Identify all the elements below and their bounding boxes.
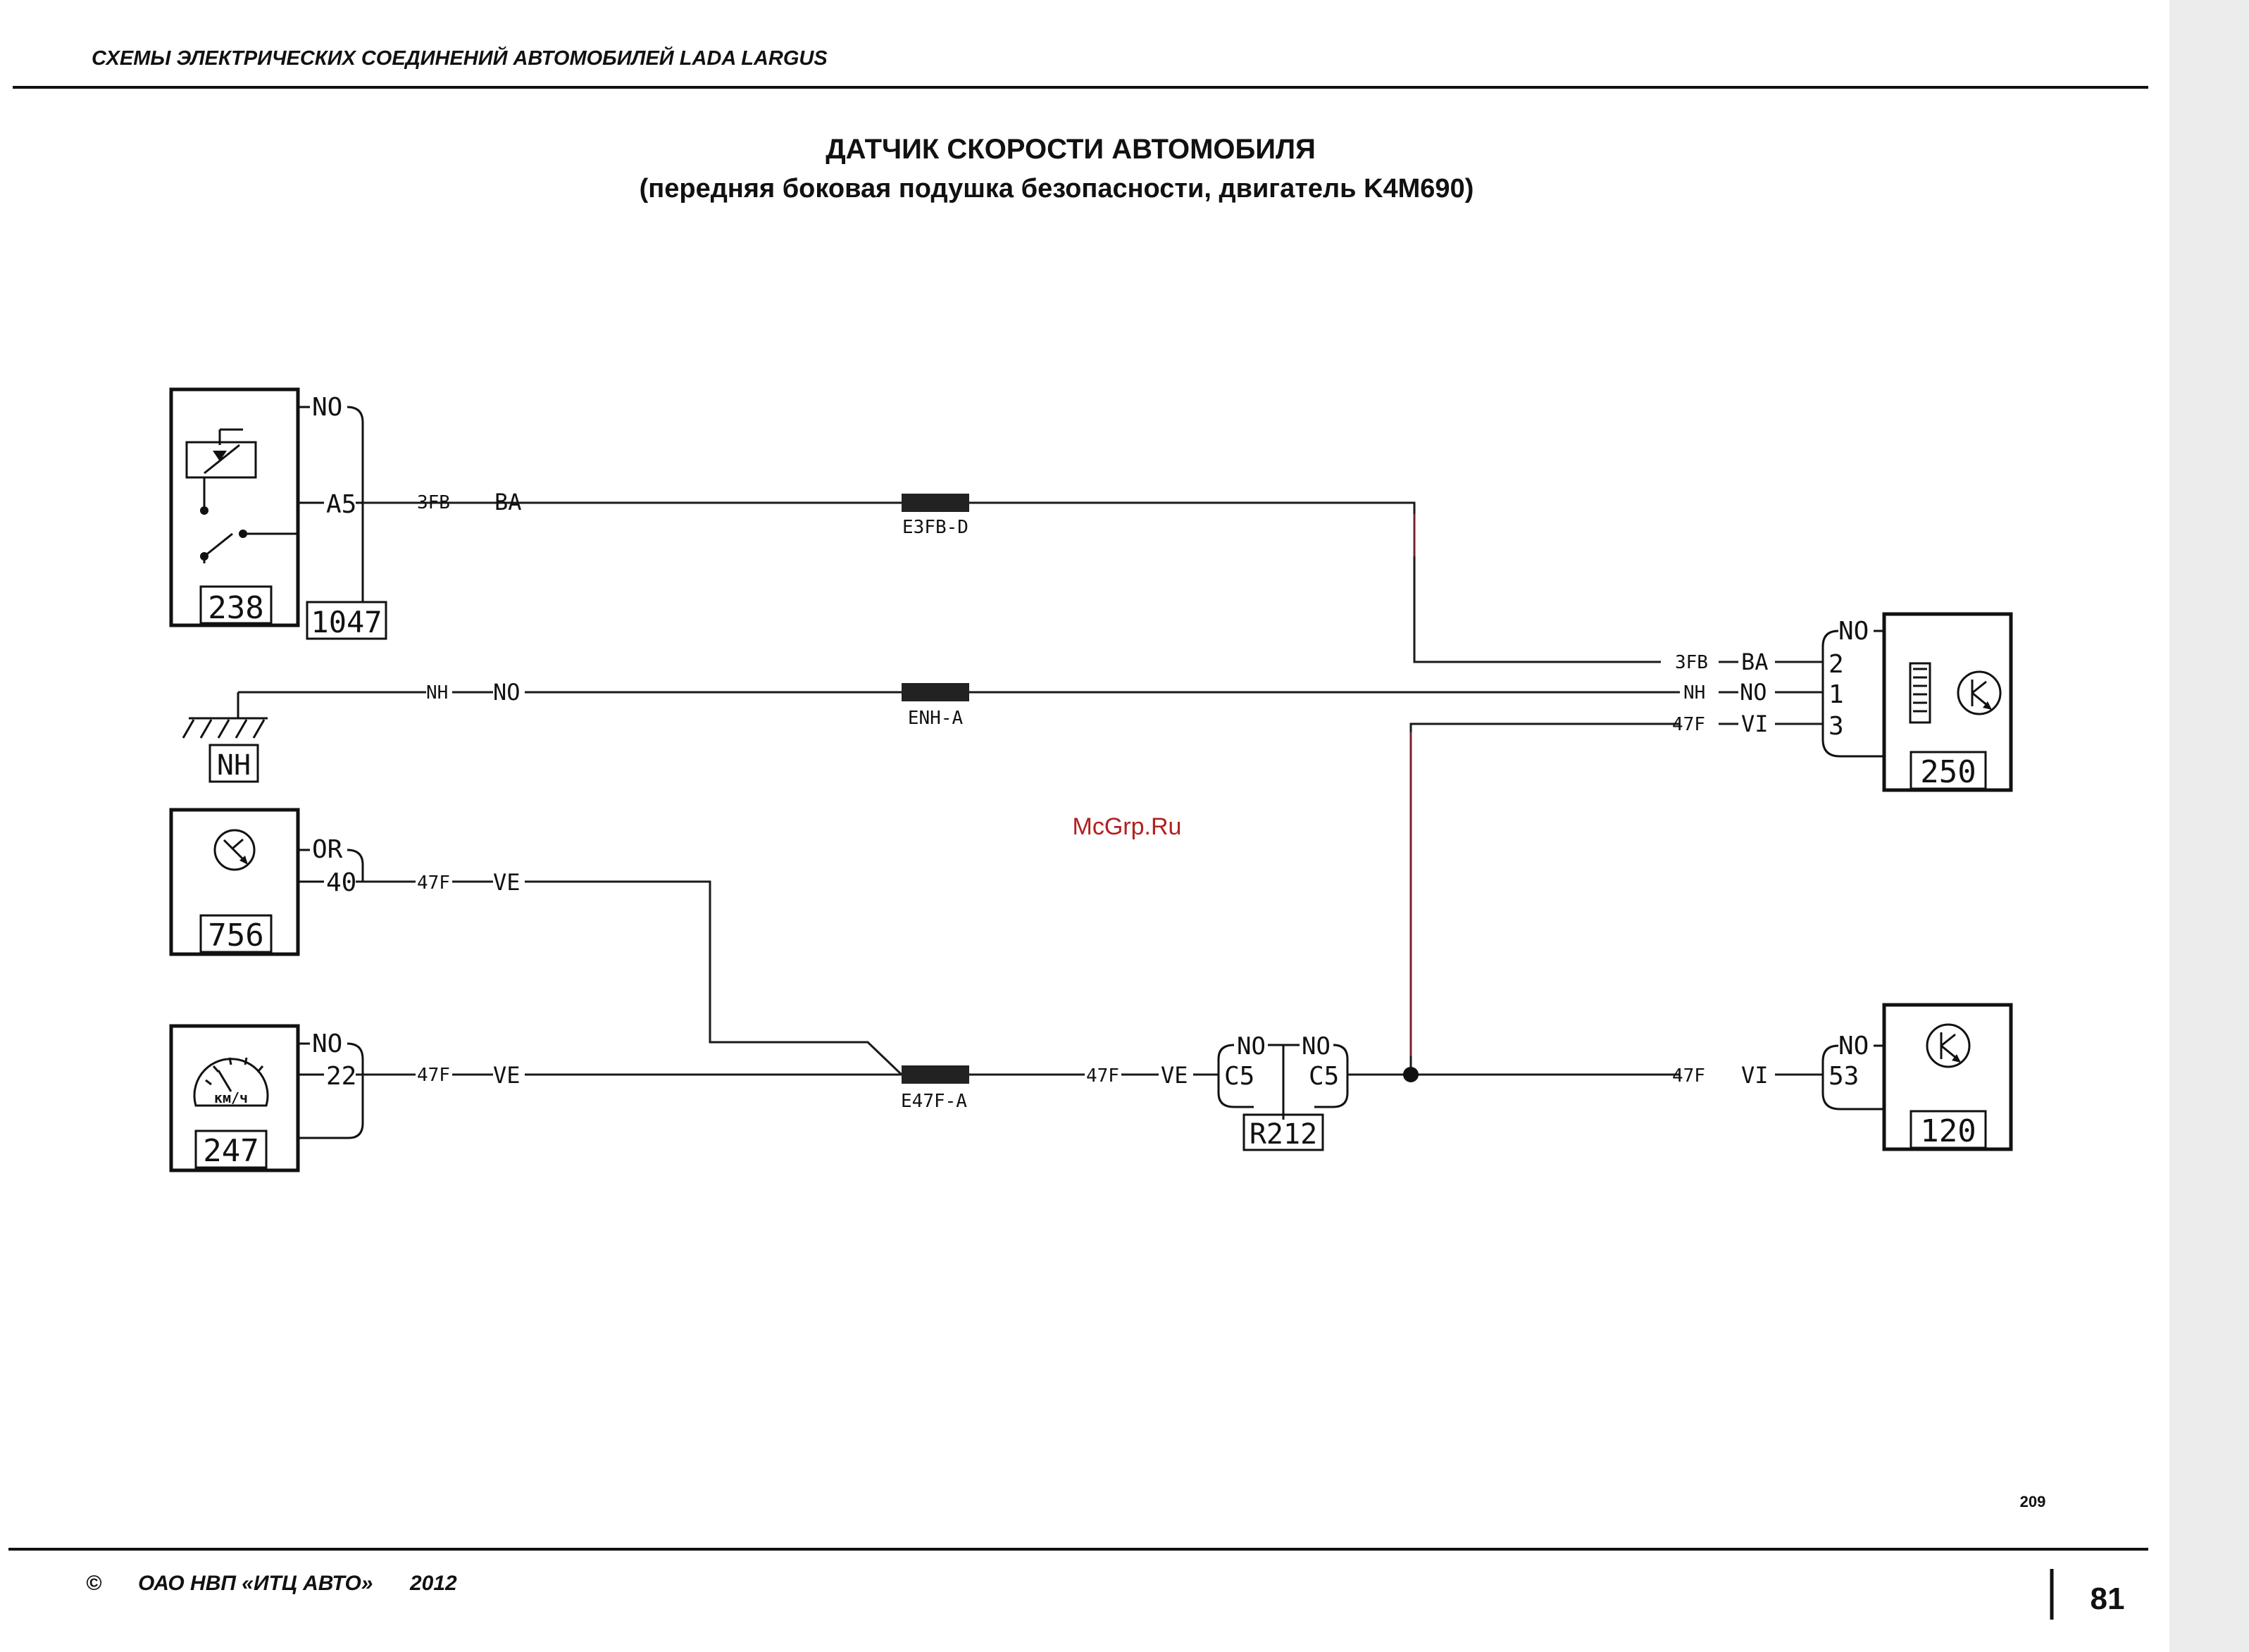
wire-4-code: 47F xyxy=(417,1065,450,1086)
component-238-pin: A5 xyxy=(326,490,356,519)
ground-nh-id: NH xyxy=(217,749,251,782)
component-756-pin: 40 xyxy=(326,868,356,897)
component-238: 238 xyxy=(169,387,300,627)
wire-5-code: 47F xyxy=(1086,1065,1119,1087)
wire-5-color: VE xyxy=(1161,1062,1188,1089)
wire-7-code: NH xyxy=(1683,682,1705,703)
footer-publisher: ОАО НВП «ИТЦ АВТО» xyxy=(138,1572,373,1595)
component-247: км/ч 247 xyxy=(169,1024,300,1172)
component-1047: 1047 xyxy=(306,601,387,640)
footer-copyright-sign: © xyxy=(86,1572,102,1595)
r212-pin-right: C5 xyxy=(1309,1062,1339,1091)
page-number: 81 xyxy=(2091,1582,2125,1616)
figure-number: 209 xyxy=(2020,1493,2046,1510)
component-250-pin-1: 2 xyxy=(1829,650,1844,679)
component-247-color: NO xyxy=(312,1030,342,1058)
r212-id: R212 xyxy=(1250,1118,1317,1151)
connector-enh-icon xyxy=(902,683,969,701)
wire-6-color: BA xyxy=(1741,649,1769,675)
connector-e3fb-label: E3FB-D xyxy=(902,517,968,538)
component-247-id: 247 xyxy=(203,1133,258,1169)
r212-color-left: NO xyxy=(1237,1032,1266,1060)
component-120-id: 120 xyxy=(1920,1113,1976,1149)
speedometer-unit: км/ч xyxy=(214,1089,248,1106)
component-120: 120 xyxy=(1882,1003,2013,1151)
wire-3-color: VE xyxy=(493,869,521,896)
component-120-pin: 53 xyxy=(1829,1062,1859,1091)
connector-e47f-label: E47F-A xyxy=(901,1091,967,1112)
connector-e3fb-icon xyxy=(902,494,969,512)
diagram-title: ДАТЧИК СКОРОСТИ АВТОМОБИЛЯ xyxy=(826,134,1316,165)
component-120-color: NO xyxy=(1838,1032,1869,1060)
component-r212: NO C5 NO C5 R212 xyxy=(1217,1032,1349,1151)
wire-9-color: VI xyxy=(1741,1062,1769,1089)
diagram-subtitle: (передняя боковая подушка безопасности, … xyxy=(640,174,1474,204)
wire-1-color: BA xyxy=(494,489,522,515)
component-250-color: NO xyxy=(1838,617,1869,646)
component-250-id: 250 xyxy=(1920,754,1976,790)
wire-6-code: 3FB xyxy=(1675,652,1708,673)
component-756-color: OR xyxy=(312,835,343,864)
speed-sensor-icon xyxy=(213,829,256,871)
r212-color-right: NO xyxy=(1302,1032,1331,1060)
wire-9-code: 47F xyxy=(1672,1065,1705,1087)
relay-coil-icon xyxy=(185,441,257,479)
component-238-pin-label: NO xyxy=(312,393,342,422)
watermark: McGrp.Ru xyxy=(1073,813,1182,840)
component-250-pin-2: 1 xyxy=(1829,680,1844,709)
wire-1-code: 3FB xyxy=(417,492,450,513)
component-247-pin: 22 xyxy=(326,1062,356,1091)
sensor-coil-icon xyxy=(1909,662,1931,724)
component-250-pin-3: 3 xyxy=(1829,712,1844,741)
component-250: 250 xyxy=(1882,612,2013,792)
book-title: СХЕМЫ ЭЛЕКТРИЧЕСКИХ СОЕДИНЕНИЙ АВТОМОБИЛ… xyxy=(92,45,828,70)
ground-nh: NH xyxy=(182,692,268,783)
component-238-id: 238 xyxy=(208,590,263,626)
footer-year: 2012 xyxy=(409,1572,457,1595)
wire-2-color: NO xyxy=(493,679,521,706)
connector-enh-label: ENH-A xyxy=(908,708,964,729)
speed-sensor-icon xyxy=(1926,1023,1971,1068)
r212-pin-left: C5 xyxy=(1224,1062,1254,1091)
wire-2-code: NH xyxy=(426,682,448,703)
component-1047-id: 1047 xyxy=(311,605,382,639)
speed-sensor-icon xyxy=(1957,670,2002,715)
wire-7-color: NO xyxy=(1740,679,1767,706)
junction-dot xyxy=(1403,1067,1419,1082)
wire-4-color: VE xyxy=(493,1062,521,1089)
wire-3-code: 47F xyxy=(417,872,450,894)
component-756-id: 756 xyxy=(208,918,263,953)
connector-e47f-icon xyxy=(902,1065,969,1084)
wire-8-color: VI xyxy=(1741,711,1769,737)
wire-8-code: 47F xyxy=(1672,714,1705,735)
page-edge-shadow xyxy=(2169,0,2249,1652)
speedometer-icon xyxy=(193,1058,269,1107)
component-756: 756 xyxy=(169,808,300,956)
